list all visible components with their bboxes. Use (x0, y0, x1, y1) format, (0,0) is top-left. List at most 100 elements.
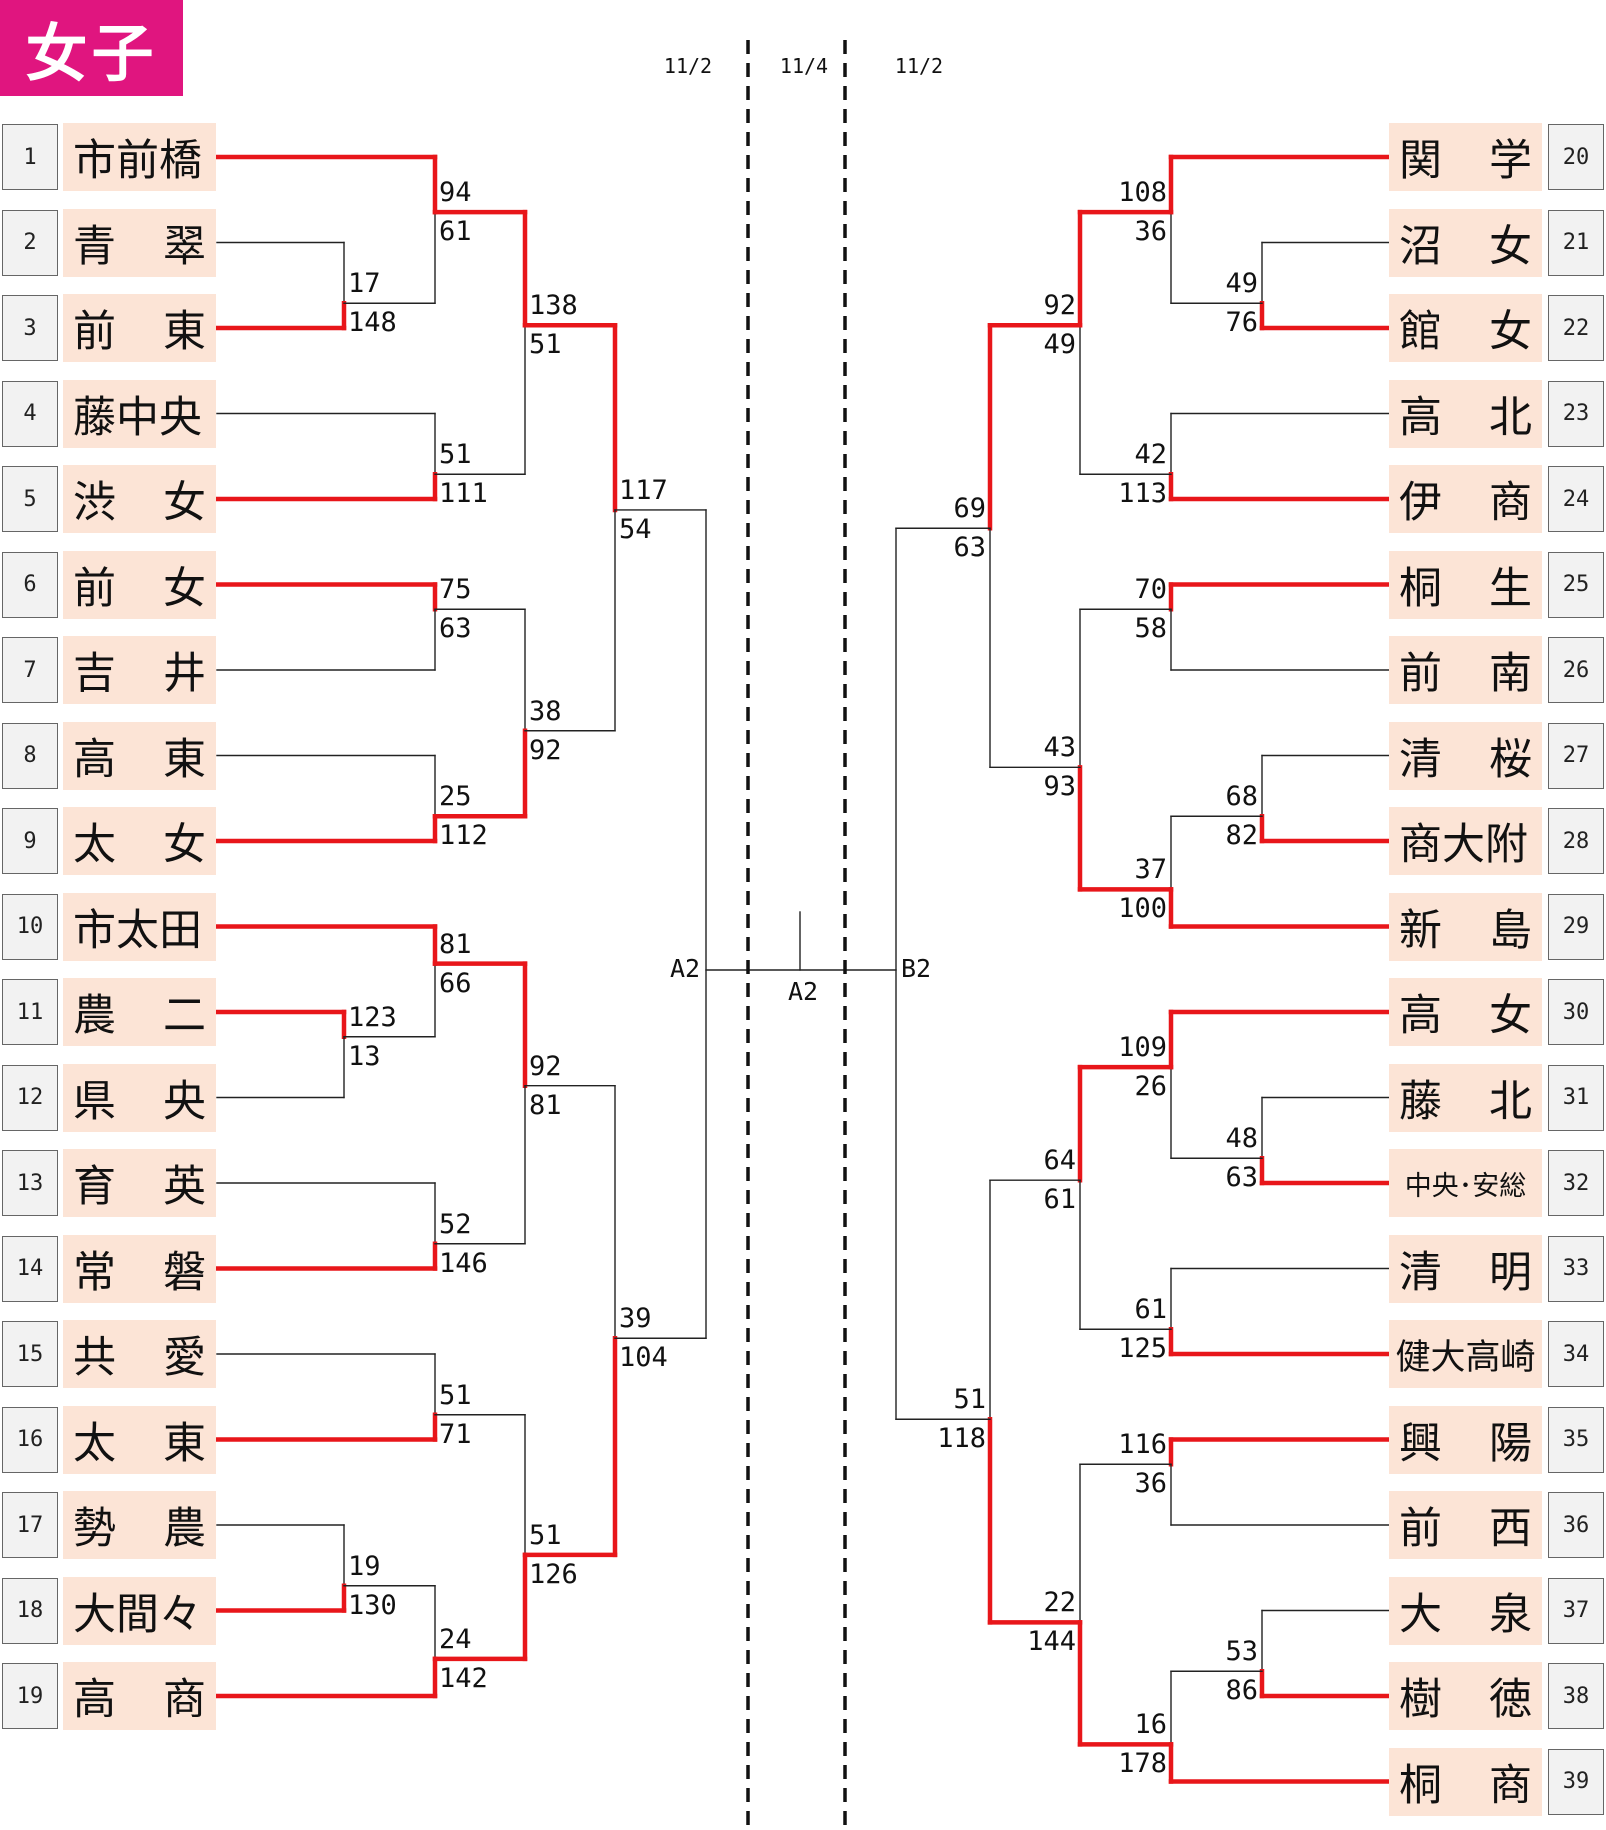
seed-number: 32 (1548, 1150, 1604, 1216)
match-score: 82 (1225, 820, 1258, 852)
match-score: 116 (1118, 1429, 1167, 1461)
match-score: 113 (1118, 478, 1167, 510)
match-score: 61 (439, 216, 472, 248)
seed-number: 2 (2, 209, 58, 276)
team-name: 前南 (1389, 636, 1542, 704)
match-score: 24 (439, 1623, 472, 1655)
seed-number: 15 (2, 1321, 58, 1387)
team-name: 藤中央 (63, 379, 216, 448)
team-name: 中央･安総 (1389, 1149, 1542, 1217)
team-name: 青翠 (63, 208, 216, 277)
seed-number: 33 (1548, 1235, 1604, 1302)
team-name: 常磐 (63, 1234, 216, 1303)
match-score: 108 (1118, 177, 1167, 209)
match-score: 16 (1134, 1709, 1167, 1741)
seed-number: 1 (2, 124, 58, 190)
team-name: 健大高崎 (1389, 1320, 1542, 1388)
match-score: 109 (1118, 1032, 1167, 1064)
seed-number: 4 (2, 380, 58, 447)
team-name: 高女 (1389, 978, 1542, 1046)
team-name: 吉井 (63, 636, 216, 704)
seed-number: 17 (2, 1492, 58, 1558)
team-name: 農二 (63, 978, 216, 1046)
match-score: 138 (529, 290, 578, 322)
team-name: 桐生 (1389, 550, 1542, 619)
seed-number: 25 (1548, 551, 1604, 618)
match-score: 51 (529, 329, 562, 361)
match-score: 66 (439, 967, 472, 999)
seed-number: 31 (1548, 1064, 1604, 1131)
match-score: 36 (1134, 216, 1167, 248)
team-name: 育英 (63, 1149, 216, 1217)
match-score: 178 (1118, 1748, 1167, 1780)
seed-number: 28 (1548, 808, 1604, 874)
team-name: 太東 (63, 1405, 216, 1474)
match-score: 17 (348, 268, 381, 300)
match-score: 19 (348, 1550, 381, 1582)
match-score: 94 (439, 177, 472, 209)
team-name: 高東 (63, 721, 216, 790)
match-score: 75 (439, 574, 472, 606)
seed-number: 7 (2, 637, 58, 703)
match-score: 125 (1118, 1333, 1167, 1365)
match-score: 111 (439, 478, 488, 510)
seed-number: 38 (1548, 1663, 1604, 1729)
seed-number: 26 (1548, 637, 1604, 703)
final-label-left: A2 (670, 954, 701, 983)
team-name: 藤北 (1389, 1063, 1542, 1132)
match-score: 86 (1225, 1675, 1258, 1707)
seed-number: 36 (1548, 1492, 1604, 1558)
date-label-left: 11/2 (663, 54, 713, 78)
team-name: 高北 (1389, 379, 1542, 448)
match-score: 92 (529, 734, 562, 766)
team-name: 伊商 (1389, 465, 1542, 533)
match-score: 51 (439, 1379, 472, 1411)
seed-number: 20 (1548, 124, 1604, 190)
seed-number: 8 (2, 722, 58, 789)
seed-number: 21 (1548, 209, 1604, 276)
seed-number: 16 (2, 1406, 58, 1473)
final-label-center: A2 (788, 977, 819, 1006)
seed-number: 29 (1548, 893, 1604, 960)
match-score: 144 (1027, 1626, 1076, 1658)
match-score: 123 (348, 1001, 397, 1033)
team-name: 大間々 (63, 1576, 216, 1645)
team-name: 清明 (1389, 1234, 1542, 1303)
team-name: 前西 (1389, 1491, 1542, 1559)
team-name: 新島 (1389, 892, 1542, 961)
match-score: 81 (439, 928, 472, 960)
match-score: 49 (1043, 329, 1076, 361)
match-score: 42 (1134, 439, 1167, 471)
match-score: 39 (619, 1303, 652, 1335)
match-score: 92 (1043, 290, 1076, 322)
seed-number: 37 (1548, 1577, 1604, 1644)
seed-number: 5 (2, 466, 58, 532)
match-score: 63 (953, 532, 986, 564)
match-score: 142 (439, 1662, 488, 1694)
match-score: 26 (1134, 1071, 1167, 1103)
match-score: 37 (1134, 854, 1167, 886)
match-score: 13 (348, 1040, 381, 1072)
seed-number: 22 (1548, 295, 1604, 361)
match-score: 130 (348, 1589, 397, 1621)
seed-number: 3 (2, 295, 58, 361)
final-label-right: B2 (901, 954, 932, 983)
match-score: 58 (1134, 613, 1167, 645)
seed-number: 24 (1548, 466, 1604, 532)
team-name: 大泉 (1389, 1576, 1542, 1645)
match-score: 22 (1043, 1587, 1076, 1619)
match-score: 76 (1225, 307, 1258, 339)
date-label-right: 11/2 (894, 54, 944, 78)
team-name: 館女 (1389, 294, 1542, 362)
match-score: 38 (529, 695, 562, 727)
team-name: 清桜 (1389, 721, 1542, 790)
match-score: 51 (439, 439, 472, 471)
match-score: 70 (1134, 574, 1167, 606)
match-score: 63 (439, 613, 472, 645)
team-name: 市前橋 (63, 123, 216, 191)
team-name: 前東 (63, 294, 216, 362)
seed-number: 10 (2, 893, 58, 960)
match-score: 43 (1043, 732, 1076, 764)
match-score: 25 (439, 781, 472, 813)
